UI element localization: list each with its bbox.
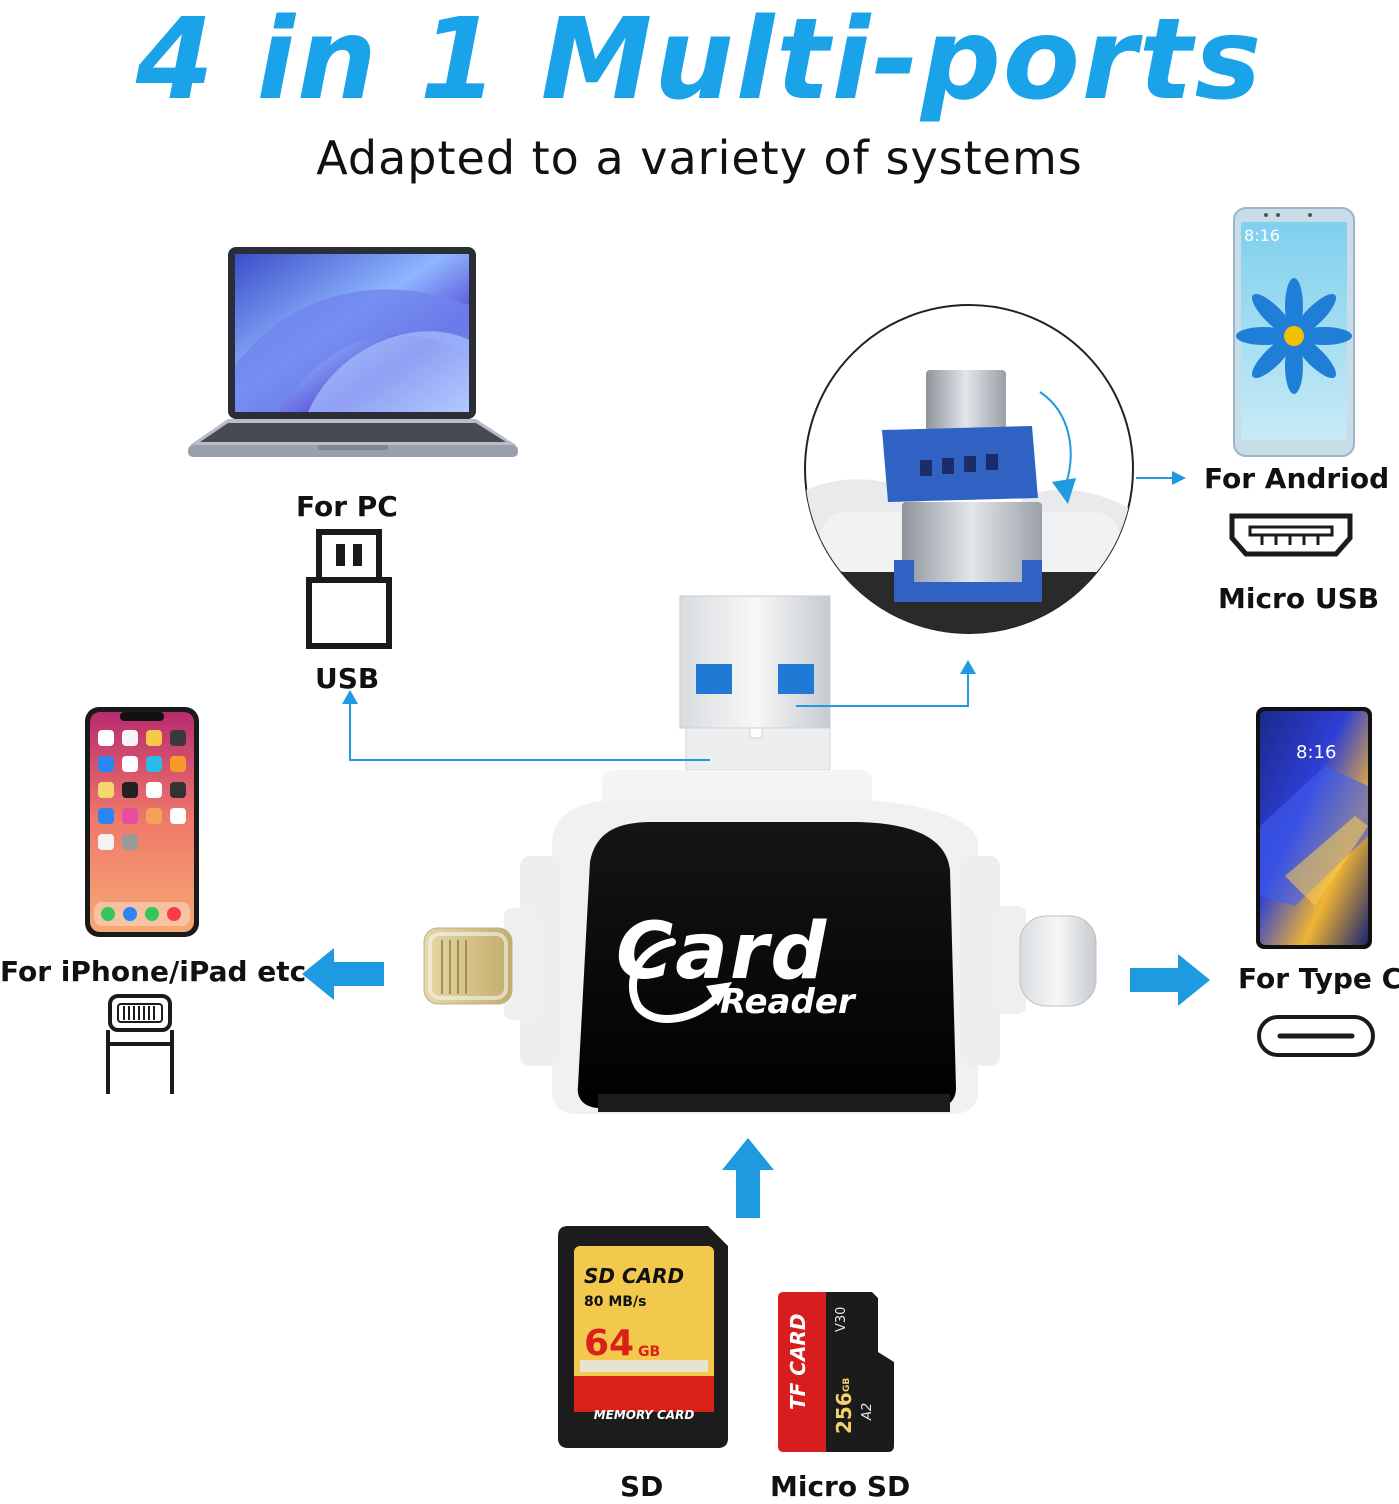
- pc-pointer-line: [342, 690, 710, 761]
- sd-card-capacity: 64: [584, 1323, 635, 1364]
- micro-sd-capacity: 256: [832, 1392, 856, 1434]
- android-phone-image: [1233, 207, 1355, 457]
- micro-sd-title: TF CARD: [786, 1313, 810, 1410]
- sd-card-band: MEMORY CARD: [593, 1408, 695, 1422]
- arrow-right-to-typec: [1130, 954, 1210, 1006]
- headline: 4 in 1 Multi-ports: [135, 0, 1264, 125]
- sd-card-speed: 80 MB/s: [584, 1294, 647, 1310]
- lightning-icon: [106, 994, 174, 1094]
- card-reader-logo-word2: Reader: [720, 982, 855, 1022]
- iphone-image: [85, 707, 199, 937]
- type-c-icon: [1257, 1015, 1375, 1057]
- iphone-label: For iPhone/iPad etc: [0, 955, 307, 988]
- android-pointer-arrow: [1136, 471, 1186, 485]
- typec-phone-image: [1256, 707, 1372, 949]
- android-label: For Andriod: [1204, 462, 1390, 495]
- android-pointer-line: [796, 660, 976, 707]
- micro-sd-card-image: TF CARD 256 GB V30 A2: [778, 1292, 894, 1452]
- usb-label: USB: [315, 662, 380, 695]
- sd-card-unit: GB: [638, 1344, 661, 1360]
- micro-sd-label: Micro SD: [770, 1470, 911, 1503]
- typec-phone-clock: 8:16: [1296, 742, 1337, 763]
- typec-label: For Type C: [1238, 962, 1399, 995]
- subheadline: Adapted to a variety of systems: [316, 131, 1083, 185]
- arrow-up-from-cards: [722, 1138, 774, 1218]
- micro-sd-app-class: A2: [860, 1402, 875, 1420]
- laptop-image: [188, 247, 518, 457]
- sd-card-image: SD CARD 80 MB/s 64 GB MEMORY CARD: [558, 1226, 728, 1448]
- usb-icon: [306, 529, 392, 649]
- sd-card-title: SD CARD: [584, 1264, 685, 1288]
- sd-label: SD: [620, 1470, 664, 1503]
- pc-label: For PC: [296, 490, 398, 523]
- card-reader-logo-swoosh: [629, 938, 732, 1023]
- micro-usb-icon: [1229, 513, 1353, 557]
- card-reader-device: [423, 595, 1097, 1114]
- connector-zoom-illustration: [804, 304, 1134, 634]
- android-phone-clock: 8:16: [1244, 226, 1280, 245]
- micro-sd-class: V30: [834, 1306, 849, 1332]
- micro-sd-unit: GB: [842, 1377, 852, 1392]
- micro-usb-label: Micro USB: [1218, 582, 1380, 615]
- arrow-left-to-iphone: [302, 948, 384, 1000]
